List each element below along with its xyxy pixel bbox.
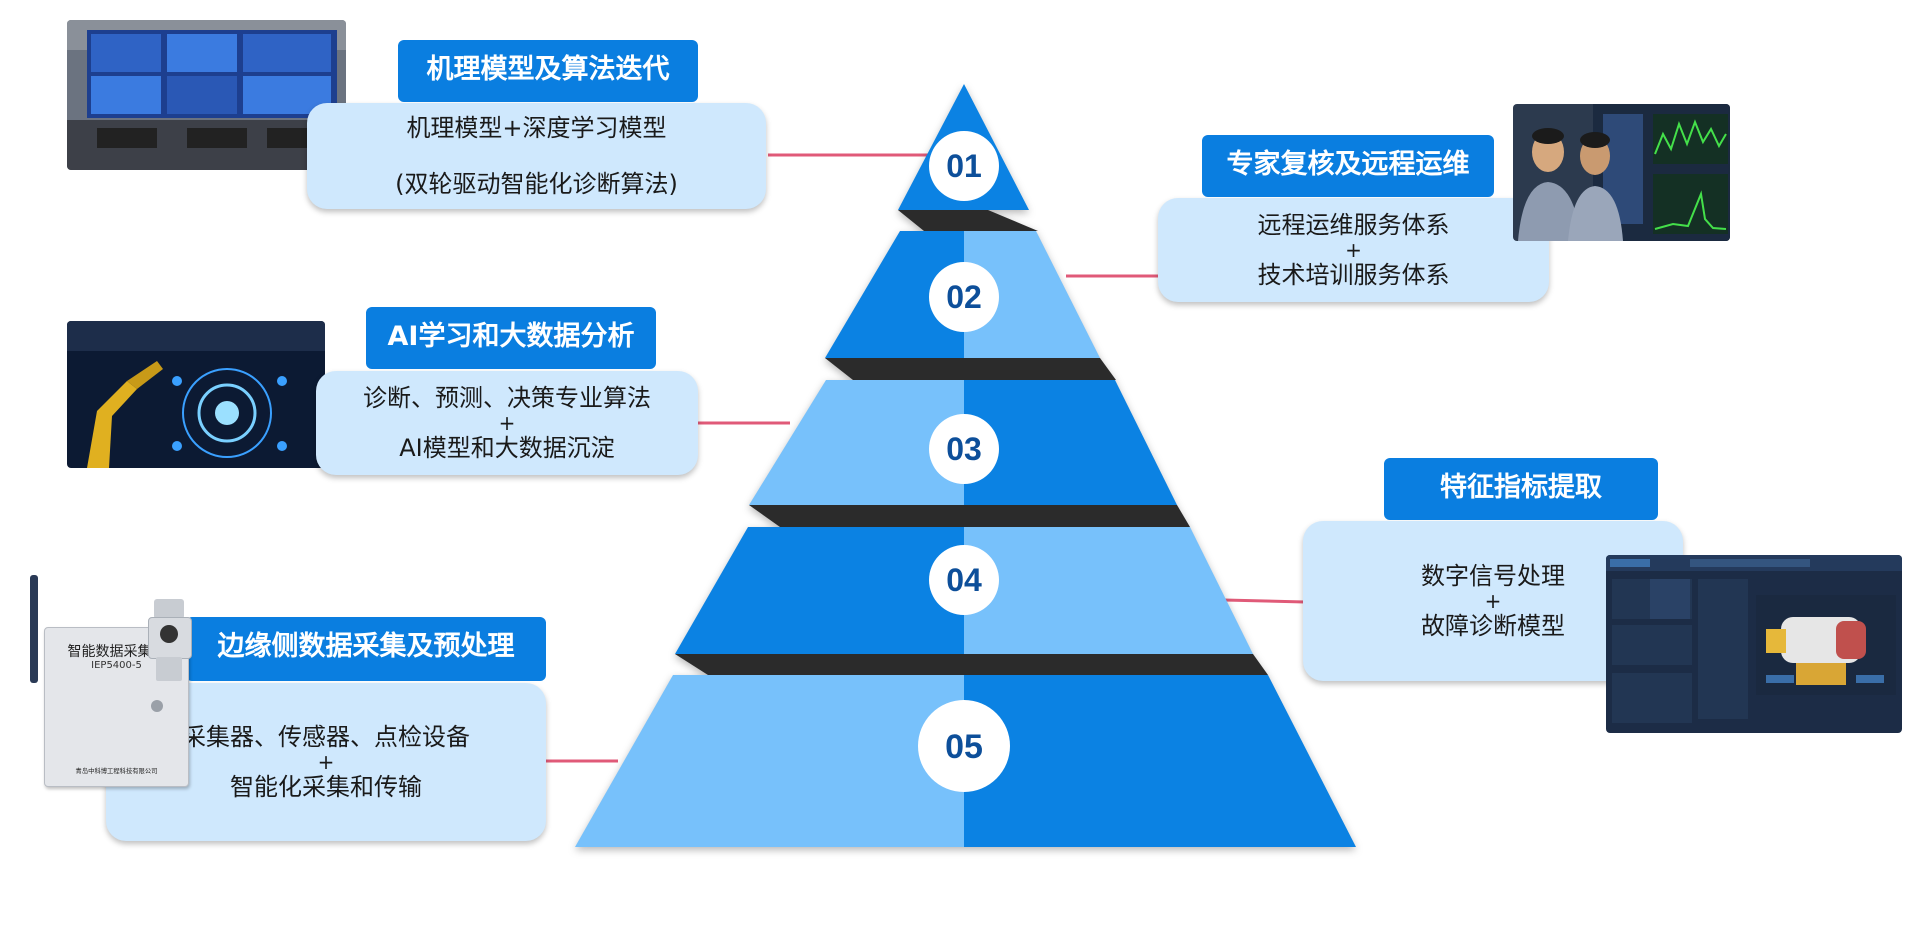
card-2-plus: + [1345, 238, 1362, 262]
sensor [148, 599, 192, 683]
ledge-4 [675, 654, 1268, 675]
device-company: 青岛中科博工程科技有限公司 [75, 767, 158, 775]
connector-lines [546, 153, 1306, 763]
ledge-2 [825, 358, 1116, 380]
software-screen-photo [1606, 555, 1902, 733]
level-1-number: 01 [946, 148, 982, 184]
connector-04 [1223, 598, 1306, 604]
level-number-circles: 01 02 03 04 05 [918, 131, 1010, 792]
level-2-left [825, 231, 964, 358]
ledge-1 [898, 210, 1038, 231]
ledge-3 [749, 505, 1190, 527]
device-port [151, 700, 163, 712]
level-4-left [675, 527, 964, 654]
tag-mechanism-models: 机理模型及算法迭代 [398, 40, 698, 102]
data-collector-device: 智能数据采集器 IEP5400-5 青岛中科博工程科技有限公司 [26, 575, 196, 795]
card-ai-bigdata: 诊断、预测、决策专业算法 + AI模型和大数据沉淀 [316, 371, 698, 475]
card-5-plus: + [317, 750, 335, 774]
card-4-line-2: 故障诊断模型 [1421, 612, 1565, 640]
card-1-line-2: (双轮驱动智能化诊断算法) [395, 170, 678, 198]
level-3-circle [929, 414, 999, 484]
card-1-line-1: 机理模型+深度学习模型 [406, 114, 667, 142]
card-4-line-1: 数字信号处理 [1421, 562, 1565, 590]
tag-expert-review: 专家复核及远程运维 [1202, 135, 1494, 197]
engineers-photo [1513, 104, 1730, 241]
tag-edge-collection: 边缘侧数据采集及预处理 [186, 617, 546, 681]
level-2-circle [929, 262, 999, 332]
antenna [30, 575, 38, 683]
level-4-circle [929, 545, 999, 615]
card-3-line-2: AI模型和大数据沉淀 [399, 434, 615, 462]
device-name: 智能数据采集器 [67, 644, 166, 660]
level-5-circle [918, 700, 1010, 792]
device-model: IEP5400-5 [91, 660, 142, 671]
level-2-right [964, 231, 1100, 358]
card-3-plus: + [498, 411, 516, 435]
level-2-number: 02 [946, 279, 982, 315]
level-1-circle [929, 131, 999, 201]
card-5-line-1: 采集器、传感器、点检设备 [182, 723, 470, 751]
level-4-number: 04 [946, 562, 982, 598]
card-4-plus: + [1484, 589, 1502, 613]
ai-robot-photo [67, 321, 325, 468]
card-2-line-2: 技术培训服务体系 [1257, 261, 1450, 289]
card-3-line-1: 诊断、预测、决策专业算法 [363, 384, 651, 412]
tag-ai-bigdata: AI学习和大数据分析 [366, 307, 656, 369]
level-3-number: 03 [946, 431, 982, 467]
card-expert-review: 远程运维服务体系 + 技术培训服务体系 [1158, 198, 1549, 302]
control-room-photo [67, 20, 346, 170]
level-5-number: 05 [945, 728, 983, 766]
card-mechanism-models: 机理模型+深度学习模型 (双轮驱动智能化诊断算法) [307, 103, 766, 209]
tag-feature-extraction: 特征指标提取 [1384, 458, 1658, 520]
card-2-line-1: 远程运维服务体系 [1257, 211, 1450, 239]
level-4-right [964, 527, 1253, 654]
level-3-right [964, 380, 1177, 505]
level-5-left [575, 675, 964, 847]
card-5-line-2: 智能化采集和传输 [230, 773, 422, 801]
level-5-right [964, 675, 1356, 847]
level-3-left [749, 380, 964, 505]
